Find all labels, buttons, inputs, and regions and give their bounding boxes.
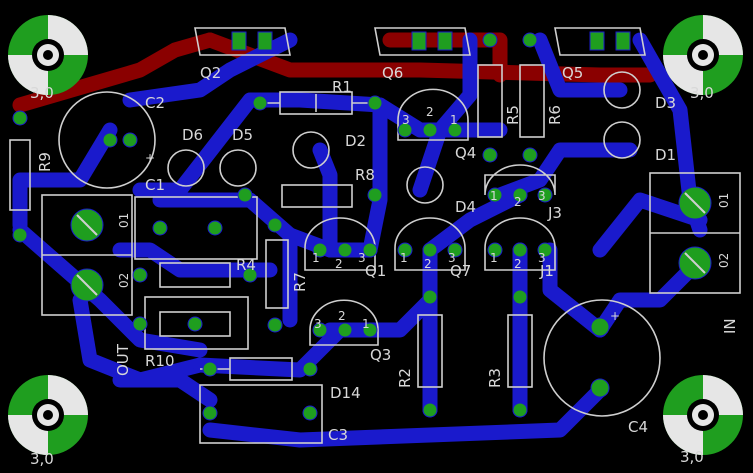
q7-pin-1: 1 [400,251,408,265]
c2-plus: + [145,151,155,165]
label-d5: D5 [232,126,253,144]
q3-pin-2: 2 [338,309,346,323]
label-d3: D3 [655,94,676,112]
label-r5: R5 [504,105,522,125]
mount-hole-label: 3,0 [30,450,54,468]
label-c1: C1 [145,176,165,194]
q3-pin-1: 1 [362,317,370,331]
label-r7: R7 [291,272,309,292]
j1-pin-3: 3 [538,251,546,265]
label-q5: Q5 [562,64,583,82]
out-pin-2: 02 [117,273,131,288]
j1-pin-1: 1 [490,251,498,265]
c4-plus: + [610,309,620,323]
j3-pin-2: 2 [514,195,522,209]
label-r3: R3 [486,368,504,388]
label-d1: D1 [655,146,676,164]
label-r9: R9 [36,152,54,172]
label-j3: J3 [547,204,562,222]
label-d6: D6 [182,126,203,144]
label-q4: Q4 [455,144,476,162]
label-d2: D2 [345,132,366,150]
label-d14: D14 [330,384,361,402]
q1-pin-3: 3 [358,251,366,265]
label-j1: J1 [539,262,554,280]
q4-pin-1: 1 [450,113,458,127]
silkscreen [9,27,741,444]
q1-pin-2: 2 [335,257,343,271]
label-r6: R6 [546,105,564,125]
label-c4: C4 [628,418,648,436]
pads [12,31,712,421]
label-c2: C2 [145,94,165,112]
label-q6: Q6 [382,64,403,82]
out-pin-1: 01 [117,213,131,228]
q7-pin-3: 3 [448,251,456,265]
label-out: OUT [114,343,132,376]
label-r8: R8 [355,166,375,184]
mount-hole-label: 3,0 [690,84,714,102]
label-r2: R2 [396,368,414,388]
label-q2: Q2 [200,64,221,82]
connector-screw-lines [76,192,706,296]
label-q3: Q3 [370,346,391,364]
label-r4: R4 [236,256,256,274]
mount-hole-bottom-right: 3,0 [663,375,743,466]
mount-hole-top-left: 3,0 [8,15,88,102]
label-in: IN [721,318,739,334]
j3-pin-3: 3 [538,189,546,203]
label-q1: Q1 [365,262,386,280]
q7-pin-2: 2 [424,257,432,271]
label-c3: C3 [328,426,348,444]
mount-hole-label: 3,0 [30,84,54,102]
label-q7: Q7 [450,262,471,280]
q4-pin-3: 3 [402,113,410,127]
mount-hole-top-right: 3,0 [663,15,743,102]
mount-hole-label: 3,0 [680,448,704,466]
j1-pin-2: 2 [514,257,522,271]
mount-hole-bottom-left: 3,0 [8,375,88,468]
q1-pin-1: 1 [312,251,320,265]
j3-pin-1: 1 [490,189,498,203]
in-pin-2: 02 [717,253,731,268]
in-pin-1: 01 [717,193,731,208]
label-r1: R1 [332,78,352,96]
q3-pin-3: 3 [314,317,322,331]
label-r10: R10 [145,352,175,370]
label-d4: D4 [455,198,476,216]
q4-pin-2: 2 [426,105,434,119]
